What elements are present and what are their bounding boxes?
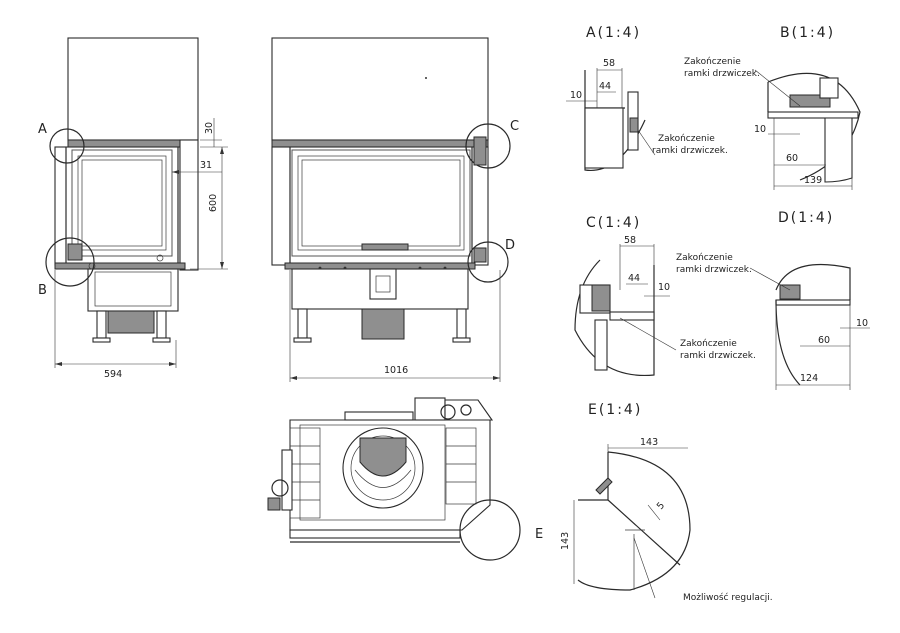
detail-a-dim-58: 58 — [603, 58, 615, 69]
detail-a-title: A(1:4) — [586, 25, 641, 41]
detail-d-note-line2: ramki drzwiczek. — [676, 265, 752, 275]
detail-d-dim-124: 124 — [800, 373, 818, 384]
callout-label-a: A — [38, 122, 47, 137]
detail-c-note-line2: ramki drzwiczek. — [680, 351, 756, 361]
dim-height: 600 — [208, 194, 219, 212]
detail-a-dim-10: 10 — [570, 90, 582, 101]
detail-b-dim-10: 10 — [754, 124, 766, 135]
detail-d-dim-10: 10 — [856, 318, 868, 329]
callout-circle-e — [459, 499, 521, 561]
detail-d-note-line1: Zakończenie — [676, 253, 733, 263]
dim-front-width: 594 — [104, 369, 122, 380]
callout-label-b: B — [38, 283, 47, 298]
detail-e-dim-side: 143 — [560, 532, 571, 550]
detail-c-note-line1: Zakończenie — [680, 339, 737, 349]
detail-c: C(1:4) 58 44 10 Zakończenie ramki drzwic… — [574, 215, 756, 377]
detail-b: B(1:4) Zakończenie ramki drzwiczek. 10 6… — [684, 25, 861, 190]
callout-circle-c — [465, 123, 511, 169]
detail-e-dim-top: 143 — [640, 437, 658, 448]
detail-b-dim-60: 60 — [786, 153, 798, 164]
detail-c-title: C(1:4) — [586, 215, 641, 231]
detail-e-note: Możliwość regulacji. — [683, 592, 773, 603]
callout-label-d: D — [505, 238, 515, 253]
detail-e-title: E(1:4) — [588, 402, 642, 418]
detail-c-dim-44: 44 — [628, 273, 640, 284]
callout-circle-a — [49, 128, 85, 164]
dim-side-width: 1016 — [384, 365, 408, 376]
dim-frame-offset: 31 — [200, 160, 212, 171]
callout-label-e: E — [535, 527, 543, 542]
detail-b-title: B(1:4) — [780, 25, 835, 41]
detail-c-dim-10: 10 — [658, 282, 670, 293]
detail-b-note-line1: Zakończenie — [684, 57, 741, 67]
callout-circle-d — [467, 241, 509, 283]
dim-top-offset: 30 — [204, 122, 215, 134]
detail-e-dim-5: 5 — [655, 500, 667, 512]
detail-c-dim-58: 58 — [624, 235, 636, 246]
callout-label-c: C — [510, 119, 519, 134]
detail-d: D(1:4) Zakończenie ramki drzwiczek. 10 6… — [676, 210, 870, 390]
detail-d-title: D(1:4) — [778, 210, 834, 226]
side-view: C D 1016 — [271, 37, 519, 382]
detail-b-note-line2: ramki drzwiczek. — [684, 69, 760, 79]
detail-a: A(1:4) 58 44 10 Zakończenie ramki drzwic… — [566, 25, 728, 171]
callout-circle-b — [45, 237, 95, 287]
detail-a-note-line2: ramki drzwiczek. — [652, 146, 728, 156]
detail-a-note-line1: Zakończenie — [658, 134, 715, 144]
detail-a-dim-44: 44 — [599, 81, 611, 92]
top-view: E — [267, 397, 543, 561]
detail-d-dim-60: 60 — [818, 335, 830, 346]
detail-e: E(1:4) 143 143 5 Możliwość regulacji. — [560, 402, 773, 603]
detail-b-dim-139: 139 — [804, 175, 822, 186]
front-view: A B 594 600 30 31 — [38, 37, 228, 380]
